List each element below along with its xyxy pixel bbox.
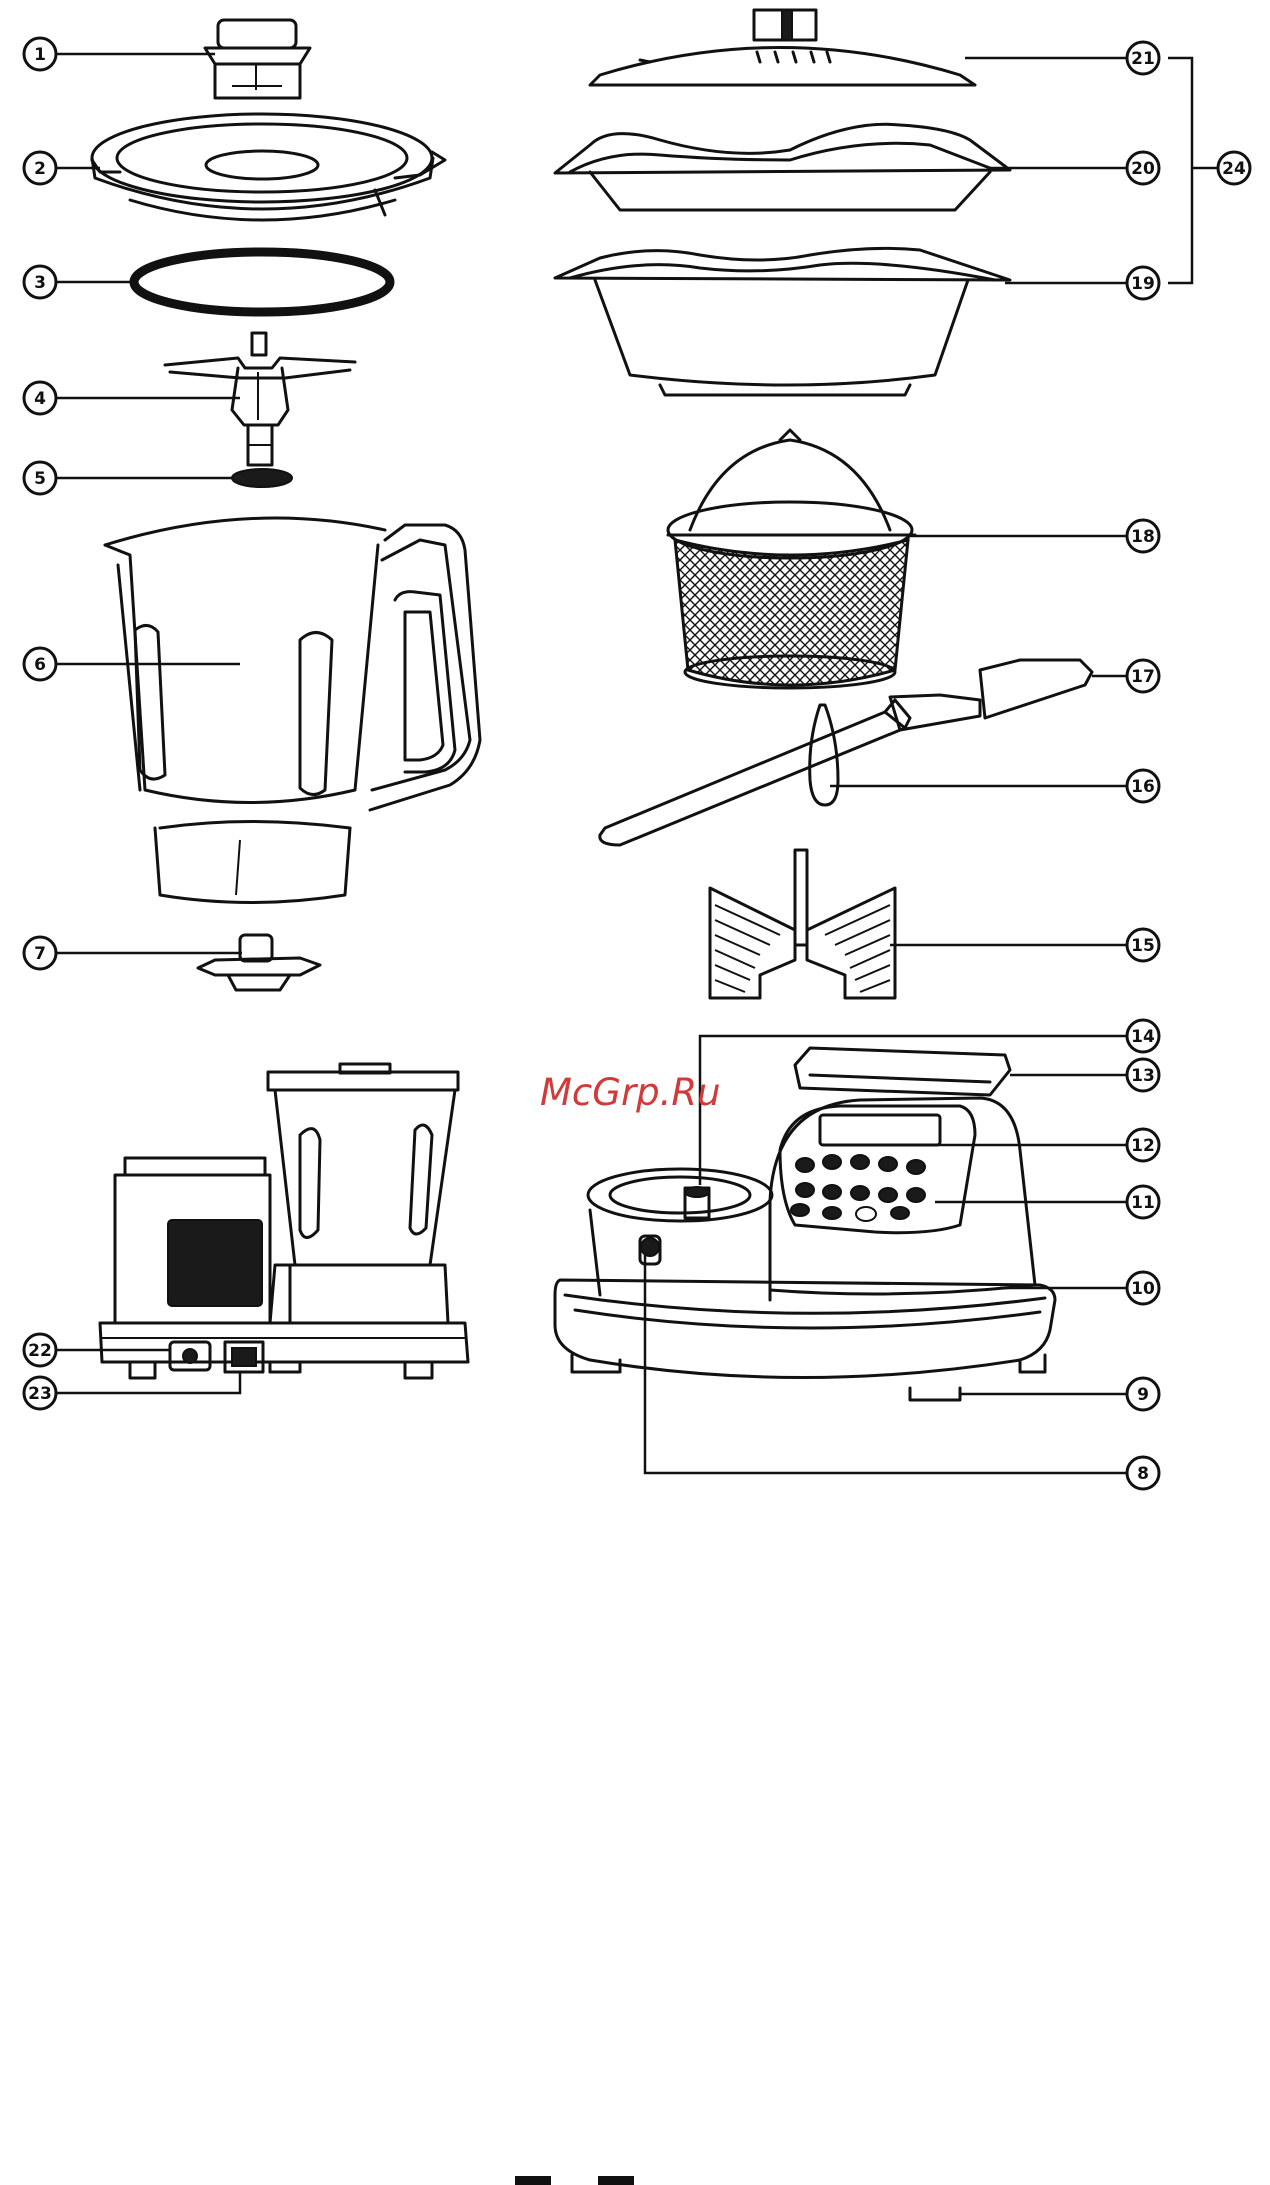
svg-text:18: 18 (1131, 527, 1155, 547)
svg-text:19: 19 (1131, 274, 1155, 294)
keypad-buttons (791, 1155, 925, 1221)
callout-2: 2 (24, 152, 56, 184)
svg-text:9: 9 (1137, 1385, 1149, 1405)
svg-text:17: 17 (1131, 667, 1155, 687)
callout-23: 23 (24, 1377, 56, 1409)
svg-text:1: 1 (34, 45, 46, 65)
part-17-scraper-head (890, 660, 1128, 730)
svg-text:2: 2 (34, 159, 46, 179)
svg-text:12: 12 (1131, 1136, 1155, 1156)
svg-text:10: 10 (1131, 1279, 1155, 1299)
callout-16: 16 (1127, 770, 1159, 802)
callout-15: 15 (1127, 929, 1159, 961)
svg-text:5: 5 (34, 469, 46, 489)
callout-7: 7 (24, 937, 56, 969)
callout-3: 3 (24, 266, 56, 298)
watermark-text: McGrp.Ru (540, 1071, 721, 1114)
part-16-spatula (600, 700, 1128, 845)
part-5-gasket (232, 469, 292, 487)
part-6-jug (55, 518, 480, 903)
svg-text:20: 20 (1131, 159, 1155, 179)
callout-21: 21 (1127, 42, 1159, 74)
svg-text:24: 24 (1222, 159, 1246, 179)
part-3-sealing-ring (134, 252, 390, 312)
part-1-measuring-cup (205, 20, 310, 98)
svg-text:15: 15 (1131, 936, 1155, 956)
callout-5: 5 (24, 462, 56, 494)
callout-6: 6 (24, 648, 56, 680)
svg-text:14: 14 (1131, 1027, 1155, 1047)
svg-text:11: 11 (1131, 1193, 1155, 1213)
svg-text:16: 16 (1131, 777, 1155, 797)
callout-8: 8 (1127, 1457, 1159, 1489)
svg-text:21: 21 (1131, 49, 1155, 69)
svg-text:7: 7 (34, 944, 46, 964)
svg-text:13: 13 (1131, 1066, 1155, 1086)
callout-11: 11 (1127, 1186, 1159, 1218)
callout-20: 20 (1127, 152, 1159, 184)
callout-24: 24 (1218, 152, 1250, 184)
svg-text:23: 23 (28, 1384, 52, 1404)
callout-10: 10 (1127, 1272, 1159, 1304)
page-footer-marks (515, 2176, 634, 2185)
callout-9: 9 (1127, 1378, 1159, 1410)
svg-text:4: 4 (34, 389, 46, 409)
callout-12: 12 (1127, 1129, 1159, 1161)
part-19-lower-steamer-bowl (555, 248, 1128, 395)
svg-text:6: 6 (34, 655, 46, 675)
svg-text:22: 22 (28, 1341, 52, 1361)
callout-14: 14 (1127, 1020, 1159, 1052)
group-bracket (1168, 58, 1192, 283)
callout-1: 1 (24, 38, 56, 70)
callout-4: 4 (24, 382, 56, 414)
part-18-steaming-basket (668, 430, 1128, 688)
part-2-lid (92, 114, 445, 220)
callout-17: 17 (1127, 660, 1159, 692)
part-15-stirring-paddle (710, 850, 1128, 998)
callout-22: 22 (24, 1334, 56, 1366)
svg-text:3: 3 (34, 273, 46, 293)
part-20-upper-steamer-tray (555, 124, 1128, 210)
appliance-rear-view (55, 1064, 468, 1393)
part-7-coupling (198, 935, 320, 990)
part-21-steamer-lid (590, 10, 1128, 85)
svg-text:8: 8 (1137, 1464, 1149, 1484)
callout-19: 19 (1127, 267, 1159, 299)
callout-18: 18 (1127, 520, 1159, 552)
callout-13: 13 (1127, 1059, 1159, 1091)
